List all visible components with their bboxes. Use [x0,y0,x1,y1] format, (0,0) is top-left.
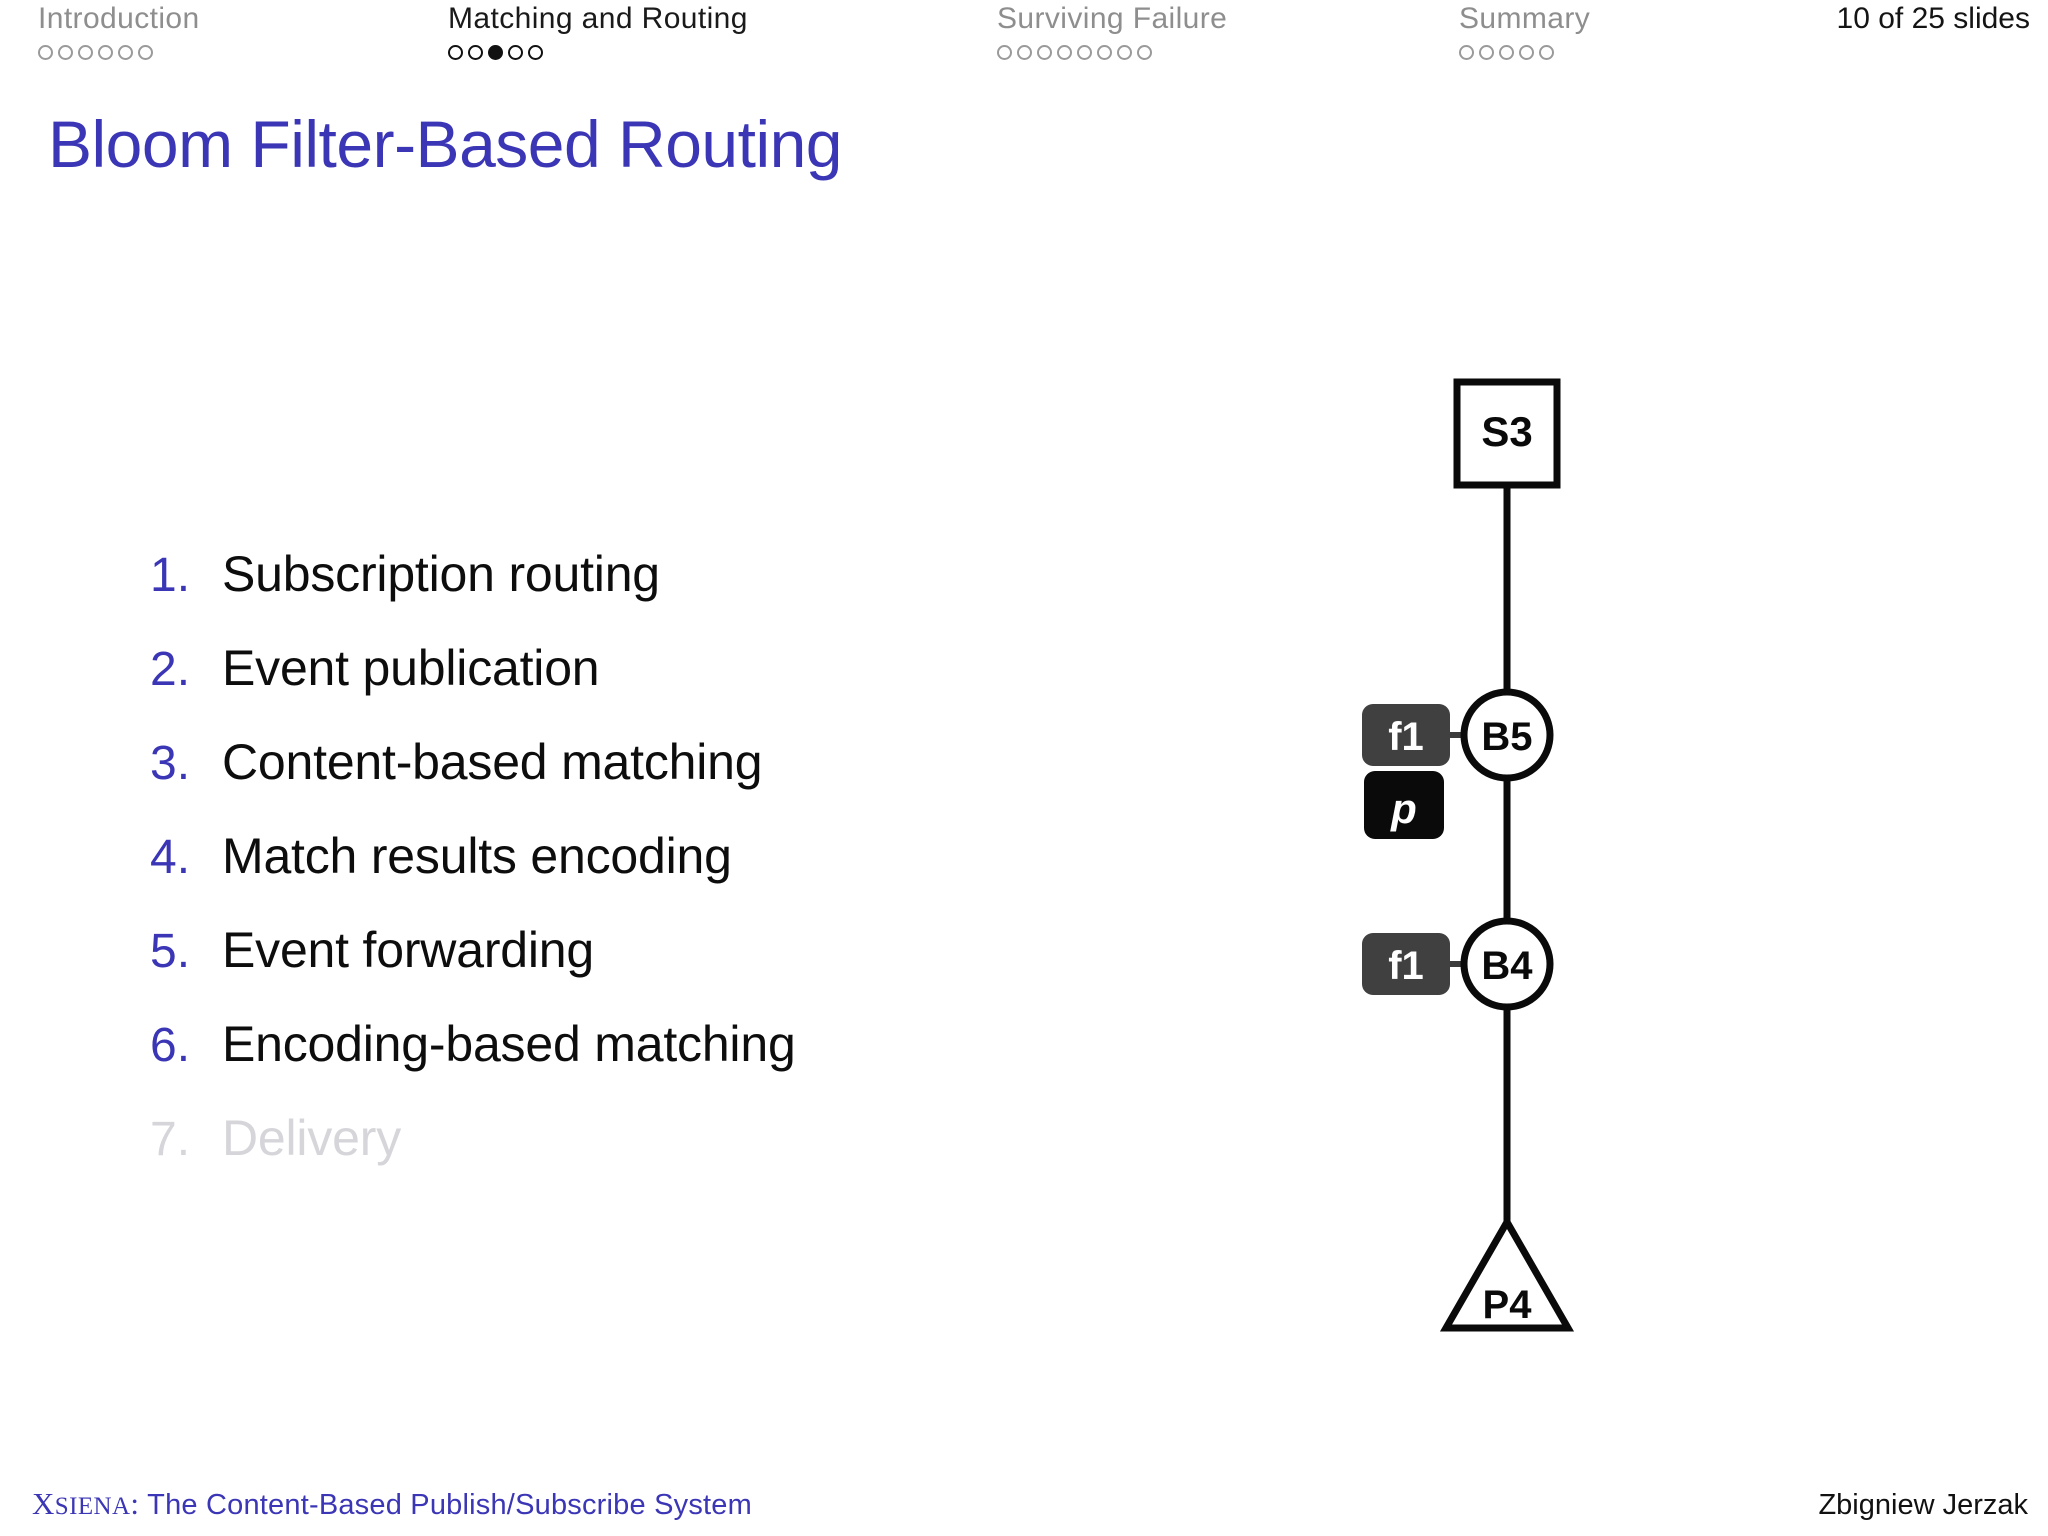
nav-dot[interactable] [1479,44,1494,60]
list-item-label: Match results encoding [222,828,732,884]
nav-dot[interactable] [1459,44,1474,60]
navigation-bar: Introduction Matching and Routing Surviv… [0,0,2048,76]
list-item-number: 6. [150,1019,191,1072]
nav-dot[interactable] [98,44,113,60]
nav-dot[interactable] [1077,44,1092,60]
nav-dot[interactable] [468,44,483,60]
nav-dot[interactable] [58,44,73,60]
diagram-tag-p: p [1364,771,1444,839]
nav-section-label: Introduction [38,2,200,35]
slide-footer: XSIENA: The Content-Based Publish/Subscr… [0,1466,2048,1536]
nav-section-matching-and-routing[interactable]: Matching and Routing [448,2,748,62]
nav-dot[interactable] [118,44,133,60]
list-item: 1. Subscription routing [150,545,1050,639]
list-item-label: Encoding-based matching [222,1016,796,1072]
nav-section-label: Summary [1459,2,1591,35]
footer-subtitle: The Content-Based Publish/Subscribe Syst… [147,1489,752,1521]
svg-text:S3: S3 [1481,408,1532,455]
svg-text:B4: B4 [1481,944,1533,988]
list-item-number: 1. [150,549,191,602]
diagram-node-b5: B5 [1460,688,1554,782]
list-item-dimmed: 7. Delivery [150,1109,1050,1203]
nav-section-dots [448,42,748,62]
nav-dot[interactable] [1037,44,1052,60]
footer-brand-prefix: X [32,1486,55,1521]
nav-section-dots [38,42,200,62]
network-diagram: S3 B5 B4 P4 f1 p f1 [1330,360,1690,1400]
nav-dot-current[interactable] [488,44,503,60]
nav-dot[interactable] [1117,44,1132,60]
diagram-node-b4: B4 [1460,917,1554,1011]
footer-author: Zbigniew Jerzak [1818,1489,2028,1521]
diagram-tag-f1-b5: f1 [1362,704,1450,766]
list-item-number: 7. [150,1113,191,1166]
nav-section-label: Matching and Routing [448,2,748,35]
nav-dot[interactable] [997,44,1012,60]
nav-dot[interactable] [78,44,93,60]
nav-dot[interactable] [1057,44,1072,60]
nav-dot[interactable] [528,44,543,60]
slide-counter: 10 of 25 slides [1836,2,2030,35]
nav-section-dots [1459,42,1590,62]
nav-dot[interactable] [1519,44,1534,60]
list-item: 3. Content-based matching [150,733,1050,827]
nav-dot[interactable] [1499,44,1514,60]
diagram-node-p4: P4 [1439,1214,1575,1332]
nav-section-label: Surviving Failure [997,2,1228,35]
svg-text:f1: f1 [1388,944,1424,988]
list-item-label: Content-based matching [222,734,763,790]
nav-section-summary[interactable]: Summary [1459,2,1590,62]
nav-dot[interactable] [1137,44,1152,60]
nav-dot[interactable] [448,44,463,60]
list-item-label: Event forwarding [222,922,594,978]
list-item-label: Event publication [222,640,600,696]
list-item-number: 5. [150,925,191,978]
list-item-number: 3. [150,737,191,790]
footer-brand-smallcaps: SIENA [54,1493,131,1520]
nav-section-dots [997,42,1227,62]
svg-text:f1: f1 [1388,715,1424,759]
nav-section-introduction[interactable]: Introduction [38,2,200,62]
list-item: 5. Event forwarding [150,921,1050,1015]
svg-text:P4: P4 [1483,1283,1533,1327]
page-title: Bloom Filter-Based Routing [48,107,843,181]
diagram-node-s3: S3 [1453,378,1561,489]
nav-dot[interactable] [1539,44,1554,60]
nav-dot[interactable] [38,44,53,60]
list-item: 2. Event publication [150,639,1050,733]
diagram-tag-f1-b4: f1 [1362,933,1450,995]
nav-dot[interactable] [508,44,523,60]
enumerated-list: 1. Subscription routing 2. Event publica… [150,545,1050,1203]
footer-title: XSIENA: The Content-Based Publish/Subscr… [32,1486,752,1522]
nav-section-surviving-failure[interactable]: Surviving Failure [997,2,1227,62]
footer-brand-colon: : [130,1486,140,1521]
nav-dot[interactable] [1097,44,1112,60]
svg-text:p: p [1390,785,1417,832]
nav-dot[interactable] [1017,44,1032,60]
nav-dot[interactable] [138,44,153,60]
list-item-label: Subscription routing [222,546,660,602]
list-item: 4. Match results encoding [150,827,1050,921]
footer-brand: XSIENA: [32,1486,139,1521]
svg-text:B5: B5 [1481,715,1532,759]
list-item: 6. Encoding-based matching [150,1015,1050,1109]
list-item-number: 4. [150,831,191,884]
list-item-number: 2. [150,643,191,696]
list-item-label: Delivery [222,1110,401,1166]
